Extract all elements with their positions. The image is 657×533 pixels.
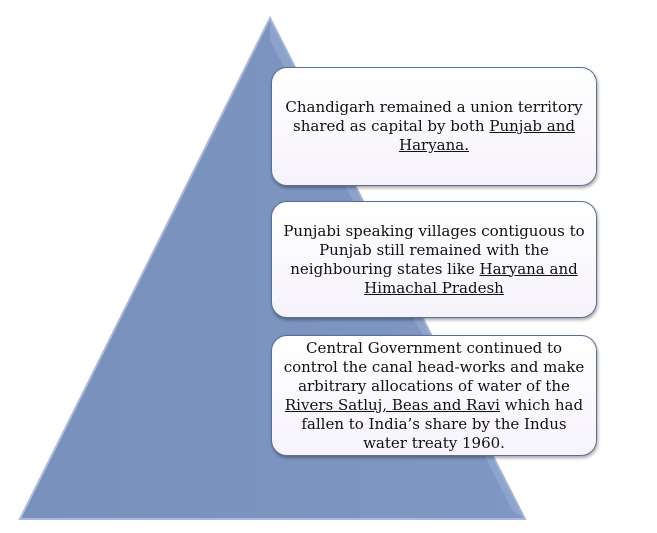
text-box-canal-headworks: Central Government continued to control … — [271, 335, 597, 456]
box-underlined-text: Haryana and Himachal Pradesh — [364, 259, 578, 297]
text-box-punjabi-villages: Punjabi speaking villages contiguous to … — [271, 201, 597, 318]
box-text: Punjabi speaking villages contiguous to … — [283, 221, 585, 278]
text-box-chandigarh: Chandigarh remained a union territory sh… — [271, 67, 597, 186]
box-text-after: which had fallen to India’s share by the… — [301, 395, 584, 452]
box-underlined-text: Punjab and Haryana. — [399, 117, 575, 154]
box-text: Chandigarh remained a union territory sh… — [285, 98, 583, 135]
box-underlined-text: Rivers Satluj, Beas and Ravi — [284, 395, 500, 414]
box-text: Central Government continued to control … — [283, 338, 585, 395]
